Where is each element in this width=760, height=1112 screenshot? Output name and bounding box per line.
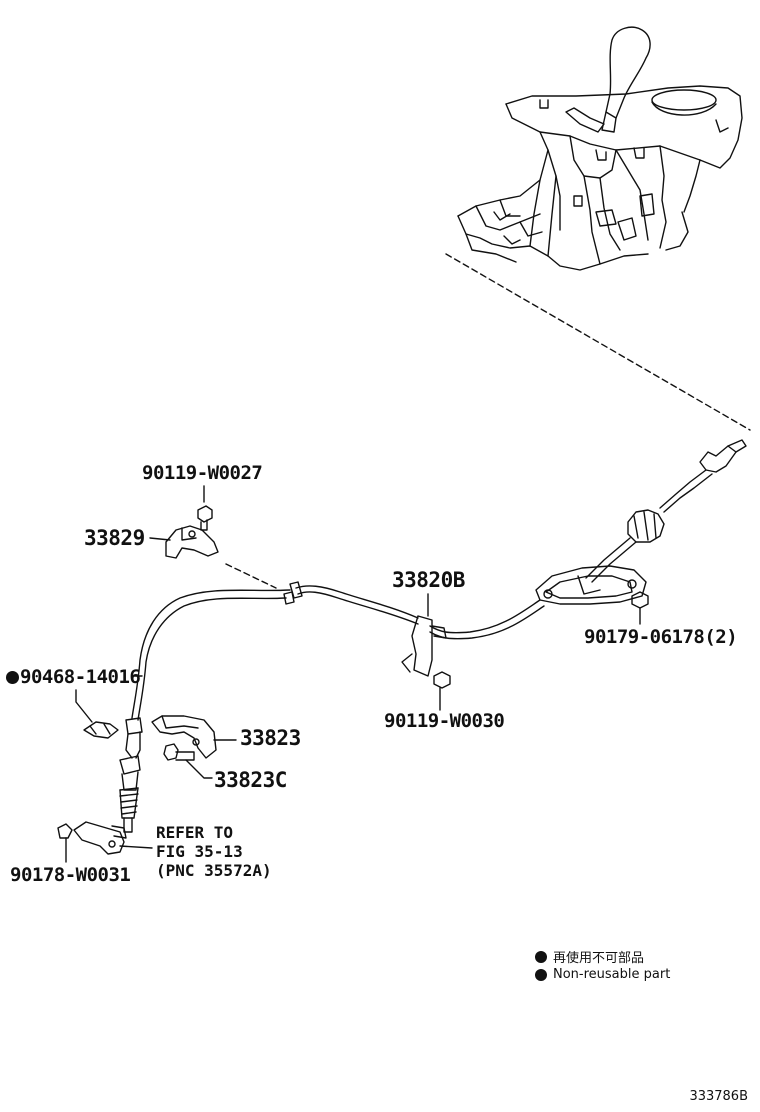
clip-90178-w0031 xyxy=(57,823,73,863)
cable-end-lever xyxy=(73,821,153,855)
part-label-clip-left[interactable]: 90468-14016 xyxy=(6,666,141,688)
part-label-bolt-mid[interactable]: 33823C xyxy=(214,768,287,792)
part-label-bracket-mid[interactable]: 33823 xyxy=(240,726,301,750)
shift-lever-assembly xyxy=(457,26,743,271)
part-label-bolt-bottom[interactable]: 90119-W0030 xyxy=(384,710,505,732)
dashed-leader-lever xyxy=(445,253,751,431)
bracket-33823 xyxy=(151,715,237,759)
nut-90179-06178 xyxy=(631,591,649,625)
legend-row-en: Non-reusable part xyxy=(535,967,670,982)
bolt-33823c xyxy=(163,743,213,779)
part-label-cable[interactable]: 33820B xyxy=(392,568,465,592)
dashed-leader-bracket xyxy=(225,563,277,589)
refer-note: REFER TO FIG 35-13 (PNC 35572A) xyxy=(156,823,272,880)
figure-id: 333786B xyxy=(689,1089,748,1104)
refer-note-line2[interactable]: FIG 35-13 xyxy=(156,842,243,861)
legend-text-en: Non-reusable part xyxy=(553,967,671,982)
legend-dot-icon xyxy=(535,950,547,963)
bolt-90119-w0030 xyxy=(433,671,451,711)
part-label-clip-bottom[interactable]: 90178-W0031 xyxy=(10,864,131,886)
part-label-nut-right[interactable]: 90179-06178(2) xyxy=(584,626,738,648)
refer-note-line1: REFER TO xyxy=(156,823,234,842)
leader-lines xyxy=(133,537,429,677)
bolt-90119-w0027 xyxy=(197,485,213,531)
part-label-clip-left-text: 90468-14016 xyxy=(20,666,141,688)
part-label-bracket-left[interactable]: 33829 xyxy=(84,526,145,550)
part-label-bolt-top[interactable]: 90119-W0027 xyxy=(142,462,263,484)
shift-cable xyxy=(119,439,747,833)
legend-text-jp: 再使用不可部品 xyxy=(553,951,645,966)
bracket-33829 xyxy=(165,525,219,559)
clip-90468-14016 xyxy=(75,689,119,739)
legend-dot-icon xyxy=(535,968,547,981)
legend-row-jp: 再使用不可部品 xyxy=(535,947,644,966)
refer-note-line3[interactable]: (PNC 35572A) xyxy=(156,861,272,880)
non-reusable-marker-icon xyxy=(6,671,19,684)
